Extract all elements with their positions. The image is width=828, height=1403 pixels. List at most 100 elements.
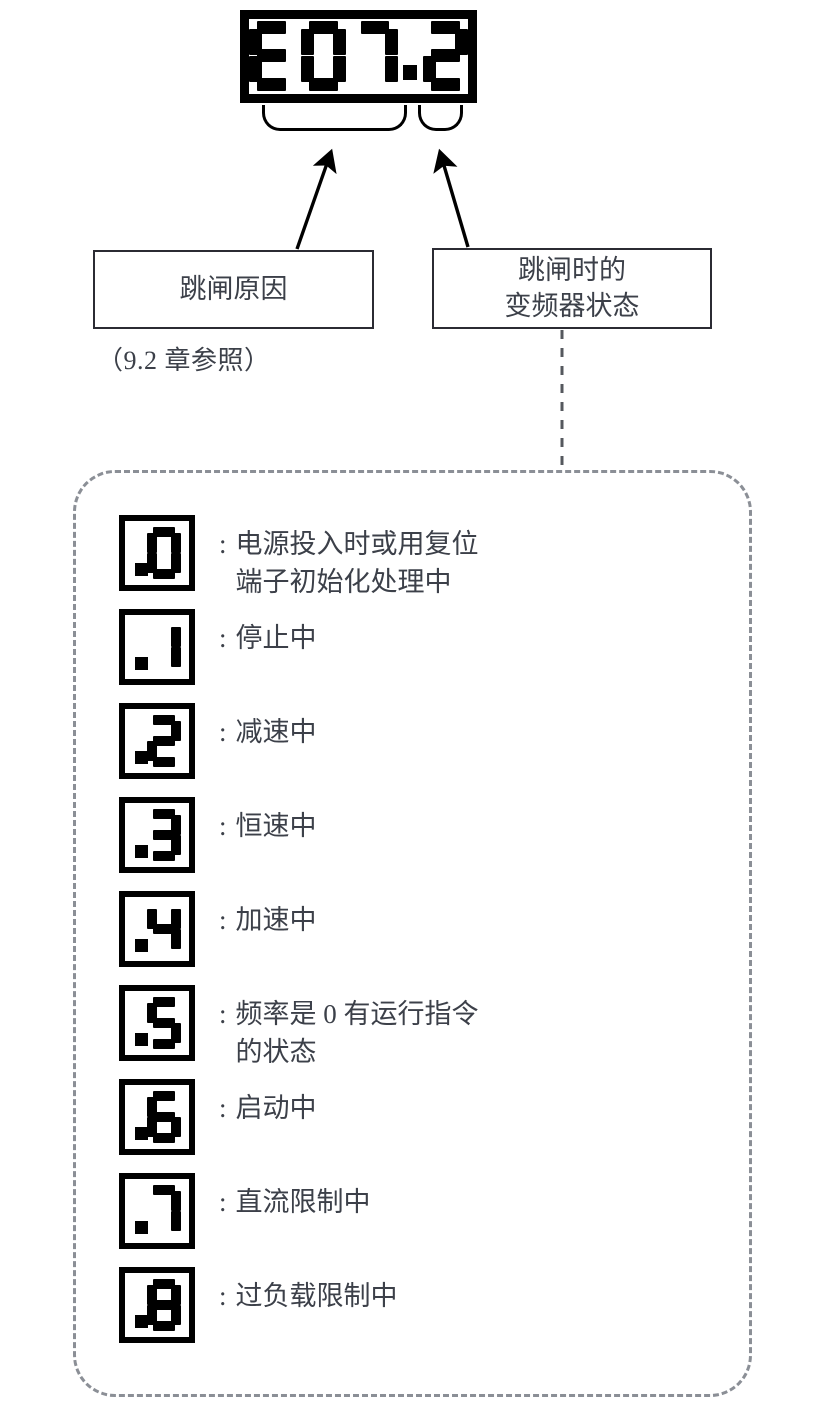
segment-b [171, 627, 181, 647]
status-description: 频率是 0 有运行指令 的状态 [235, 999, 479, 1068]
callout-box-inverter-status: 跳闸时的 变频器状态 [432, 248, 712, 329]
segment-b [171, 1285, 181, 1305]
segment-b [384, 28, 398, 56]
seven-segment-digit-0 [300, 20, 346, 91]
led-display-digits [249, 19, 468, 94]
segment-g [153, 830, 175, 840]
status-list-item: : 过负载限制中 [119, 1267, 729, 1361]
segment-c [332, 55, 346, 83]
status-separator: : [219, 529, 227, 559]
segment-c [171, 1211, 181, 1231]
segment-c [171, 1023, 181, 1043]
status-separator: : [219, 905, 227, 935]
segment-a [153, 1091, 175, 1101]
segment-b [455, 28, 468, 56]
status-separator: : [219, 623, 227, 653]
decimal-point [135, 563, 148, 576]
status-description: 停止中 [235, 623, 317, 653]
segment-g [153, 1018, 175, 1028]
status-description: 减速中 [235, 717, 317, 747]
callout-label-inverter-status: 跳闸时的 变频器状态 [504, 254, 640, 321]
segment-b [171, 909, 181, 929]
segment-e [249, 55, 262, 83]
segment-g [153, 736, 175, 746]
decimal-point [402, 65, 418, 80]
segment-f [249, 28, 262, 56]
segment-a [153, 1185, 175, 1195]
segment-c [171, 1117, 181, 1137]
segment-f [300, 28, 314, 56]
segment-g [431, 49, 460, 62]
seven-segment-digit-2 [423, 20, 468, 91]
segment-c [384, 55, 398, 83]
segment-f [147, 533, 157, 553]
status-separator: : [219, 999, 227, 1029]
segment-d [431, 77, 460, 91]
decimal-point [135, 751, 148, 764]
seven-segment-digit-8 [147, 1279, 181, 1331]
segment-d [257, 77, 286, 91]
segment-a [153, 997, 175, 1007]
status-separator: : [219, 1281, 227, 1311]
seven-segment-digit-7 [147, 1185, 181, 1237]
segment-b [171, 1191, 181, 1211]
segment-e [147, 741, 157, 761]
segment-f [147, 909, 157, 929]
status-digit-display-0 [119, 515, 195, 591]
status-digit-display-3 [119, 797, 195, 873]
status-list-item: :启动中 [119, 1079, 729, 1173]
seven-segment-digit-7 [353, 20, 398, 91]
seven-segment-digit-E [249, 20, 294, 91]
status-description: 电源投入时或用复位 端子初始化处理中 [235, 529, 479, 598]
callout-label-trip-cause: 跳闸原因 [179, 273, 288, 304]
segment-d [153, 851, 175, 861]
segment-d [153, 1039, 175, 1049]
seven-segment-digit-0 [147, 527, 181, 579]
status-digit-display-2 [119, 703, 195, 779]
segment-d [153, 569, 175, 579]
segment-f [147, 1003, 157, 1023]
segment-b [171, 815, 181, 835]
status-list-item: :直流限制中 [119, 1173, 729, 1267]
seven-segment-digit-6 [147, 1091, 181, 1143]
segment-d [153, 1133, 175, 1143]
arrow-trip-cause [295, 148, 337, 250]
inverter-status-list: :电源投入时或用复位 端子初始化处理中:停止中:减速中:恒速中:加速中:频率是 … [119, 515, 729, 1361]
segment-c [171, 1305, 181, 1325]
segment-d [153, 757, 175, 767]
segment-b [171, 721, 181, 741]
status-separator: : [219, 811, 227, 841]
status-list-item: : 恒速中 [119, 797, 729, 891]
segment-g [153, 924, 175, 934]
status-digit-display-4 [119, 891, 195, 967]
callout-box-trip-cause: 跳闸原因 [93, 250, 374, 329]
segment-g [153, 1112, 175, 1122]
segment-a [153, 809, 175, 819]
bracket-inverter-status [418, 105, 463, 131]
segment-f [147, 1097, 157, 1117]
segment-a [360, 20, 390, 34]
status-description: 恒速中 [235, 811, 317, 841]
segment-b [332, 28, 346, 56]
bracket-trip-cause [262, 105, 407, 131]
segment-c [171, 553, 181, 573]
segment-c [171, 647, 181, 667]
segment-c [171, 835, 181, 855]
status-separator: : [219, 717, 227, 747]
segment-g [257, 49, 286, 62]
segment-g [153, 1300, 175, 1310]
status-description: 启动中 [235, 1093, 317, 1123]
segment-a [153, 527, 175, 537]
status-separator: : [219, 1187, 227, 1217]
decimal-point [135, 939, 148, 952]
chapter-reference-note: （9.2 章参照） [97, 346, 271, 375]
status-digit-display-5 [119, 985, 195, 1061]
segment-a [257, 20, 286, 34]
segment-e [423, 55, 437, 83]
segment-e [147, 1117, 157, 1137]
decimal-point [135, 845, 148, 858]
status-description: 过负载限制中 [235, 1281, 398, 1311]
status-list-item: : 频率是 0 有运行指令 的状态 [119, 985, 729, 1079]
segment-a [153, 1279, 175, 1289]
seven-segment-digit-3 [147, 809, 181, 861]
